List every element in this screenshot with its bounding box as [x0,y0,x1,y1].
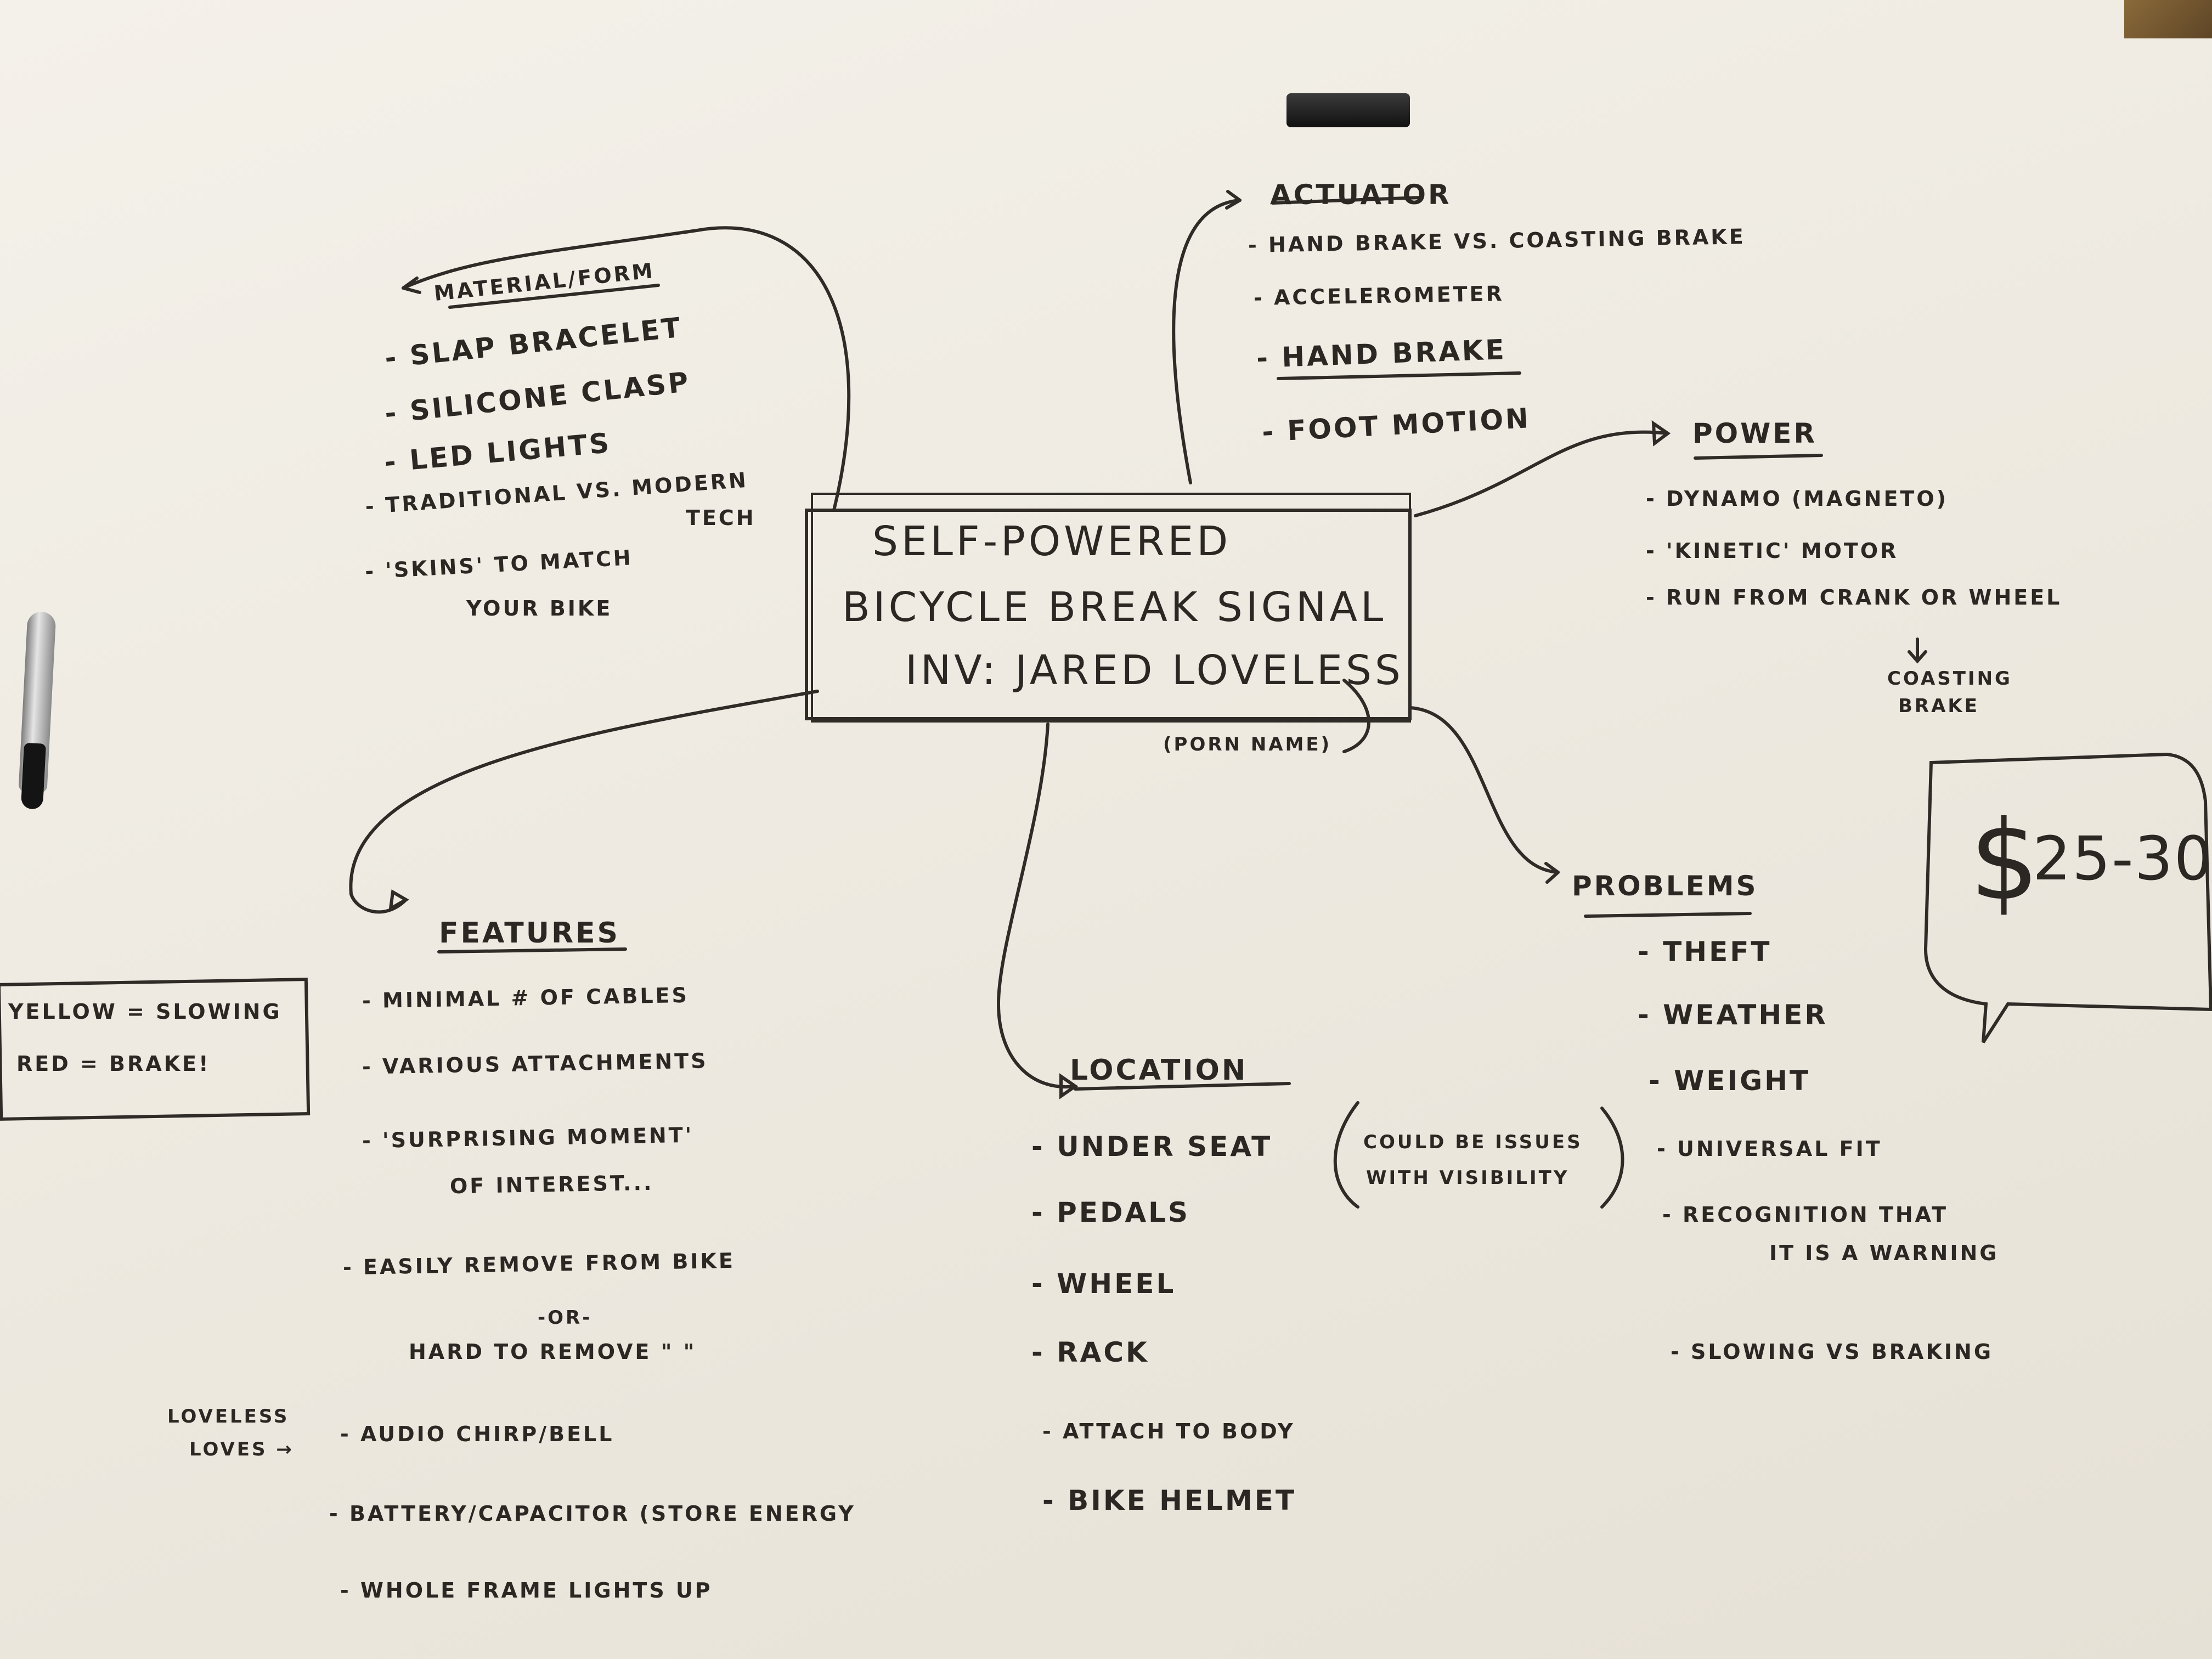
location-note-2: with visibility [1366,1167,1570,1189]
power-note-1: Coasting [1887,668,2012,690]
marker-cap [1286,93,1410,127]
location-item-2: - Pedals [1031,1197,1190,1228]
features-item-4-or: -or- [538,1307,592,1329]
features-item-2: - Various Attachments [362,1048,708,1079]
features-title: Features [439,917,620,950]
power-item-1: - Dynamo (Magneto) [1646,487,1948,511]
legend-line-1: Yellow = Slowing [8,1000,282,1024]
features-item-1: - Minimal # of Cables [362,983,690,1013]
problems-title: Problems [1572,870,1758,902]
features-item-3: - 'Surprising Moment' [362,1122,694,1153]
features-item-3b: of Interest... [449,1170,654,1199]
problems-item-5: - Recognition that [1662,1203,1949,1227]
location-item-1: - Under Seat [1031,1131,1273,1163]
features-item-6: - Battery/Capacitor (Store Energy [329,1502,856,1526]
connector-material [402,226,851,512]
location-item-3: - Wheel [1031,1268,1176,1300]
power-title: Power [1692,417,1817,449]
problems-item-4: - Universal Fit [1657,1137,1882,1161]
price-bubble [1923,752,2212,1043]
location-item-5: - Attach to Body [1042,1419,1295,1443]
features-item-4b: Hard to Remove " " [409,1340,697,1364]
material-item-4b: Tech [686,506,756,530]
connector-power [1414,430,1669,517]
location-item-4: - Rack [1031,1336,1149,1368]
table-corner [2124,0,2212,38]
price-range: 25-30 [2033,823,2212,894]
power-item-2: - 'Kinetic' Motor [1646,539,1899,563]
features-side-note-1: Loveless [167,1406,290,1427]
actuator-item-3: - Hand Brake [1256,334,1507,374]
connector-problems [1408,706,1560,874]
problems-item-2: - Weather [1638,999,1828,1031]
problems-item-1: - Theft [1638,936,1772,968]
power-note-2: Brake [1898,695,1979,717]
center-title-line2: Bicycle Break Signal [842,584,1387,631]
price-sign: $ [1970,797,2042,925]
problems-item-5b: It is a Warning [1769,1241,1999,1265]
material-item-5b: Your Bike [466,596,613,620]
location-item-6: - Bike Helmet [1042,1485,1297,1516]
legend-box [0,978,311,1121]
connector-features [349,690,819,914]
center-title-line1: Self-Powered [872,518,1232,565]
center-note: (Porn Name) [1163,733,1332,755]
location-title: Location [1070,1054,1248,1087]
problems-item-6: - Slowing vs Braking [1671,1340,1994,1364]
features-side-note-2: Loves → [189,1438,294,1460]
connector-location [996,723,1077,1089]
actuator-title: Actuator [1270,179,1452,211]
features-item-5: - Audio Chirp/Bell [340,1422,614,1446]
problems-item-3: - Weight [1649,1065,1811,1097]
connector-actuator [1172,199,1242,484]
power-item-3: - Run from Crank or Wheel [1646,585,2062,610]
location-note-1: Could be issues [1363,1131,1583,1153]
center-inventor: INV: Jared Loveless [905,647,1404,694]
features-item-7: - Whole Frame Lights Up [340,1578,713,1602]
actuator-item-2: - Accelerometer [1253,281,1505,310]
legend-line-2: Red = Brake! [16,1052,211,1076]
